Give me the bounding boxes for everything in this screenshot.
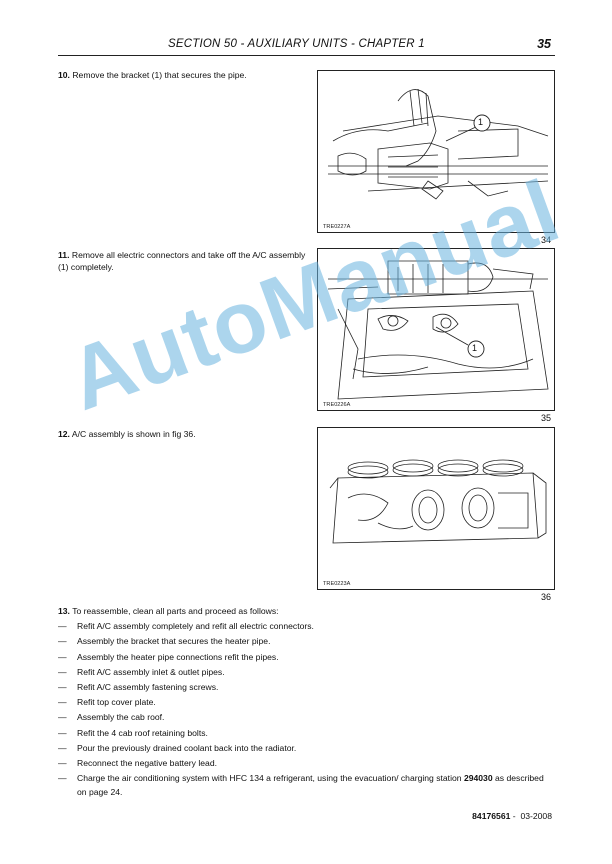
- list-item-text: Reconnect the negative battery lead.: [77, 758, 217, 769]
- step-10: 10. Remove the bracket (1) that secures …: [58, 70, 298, 82]
- list-item-text: Charge the air conditioning system with …: [77, 773, 462, 784]
- list-item-text: Refit A/C assembly completely and refit …: [77, 621, 314, 632]
- figure-number: 35: [540, 413, 551, 423]
- step-text: Remove all electric connectors and take …: [58, 250, 306, 272]
- reassembly-procedure: 13. To reassemble, clean all parts and p…: [58, 604, 553, 799]
- list-item: — Refit A/C assembly completely and refit…: [58, 619, 553, 634]
- dash-marker: —: [58, 666, 67, 677]
- callout-label: 1: [472, 343, 478, 353]
- list-item: — Assembly the heater pipe connections re…: [58, 650, 553, 665]
- dash-marker: —: [58, 758, 67, 769]
- list-item-text: Assembly the heater pipe connections ref…: [77, 651, 279, 662]
- list-item-text: Refit A/C assembly inlet & outlet pipes.: [77, 666, 225, 677]
- list-item: — Assembly the bracket that secures the h…: [58, 634, 553, 649]
- dash-marker: —: [58, 651, 67, 662]
- document-number: 84176561: [472, 811, 511, 821]
- step-text: To reassemble, clean all parts and proce…: [72, 606, 279, 616]
- list-item: — Assembly the cab roof.: [58, 710, 553, 725]
- figure-number: 34: [540, 235, 551, 245]
- list-item-text: Assembly the bracket that secures the he…: [77, 636, 271, 647]
- list-item-text: Refit top cover plate.: [77, 697, 156, 708]
- footer-separator: -: [512, 811, 516, 821]
- list-item: — Pour the previously drained coolant bac…: [58, 741, 553, 756]
- list-item-text: as described on page 24.: [77, 773, 544, 797]
- callout-label: 1: [478, 117, 484, 127]
- dash-marker: —: [58, 773, 67, 784]
- step-number: 12.: [58, 429, 70, 439]
- dash-marker: —: [58, 742, 67, 753]
- dash-marker: —: [58, 636, 67, 647]
- page-number: 35: [537, 37, 551, 51]
- figure-35-illustration: 1 TRE0226A: [317, 248, 555, 411]
- ac-assembly-unit-drawing: [329, 459, 547, 544]
- step-11: 11. Remove all electric connectors and t…: [58, 250, 306, 273]
- figure-36-illustration: TRE0223A: [317, 427, 555, 590]
- page-footer: 84176561 - 03-2008: [472, 811, 552, 821]
- step-13: 13. To reassemble, clean all parts and p…: [58, 604, 553, 619]
- dash-marker: —: [58, 682, 67, 693]
- list-item-text: Refit A/C assembly fastening screws.: [77, 682, 219, 693]
- dash-marker: —: [58, 727, 67, 738]
- step-text: A/C assembly is shown in fig 36.: [71, 429, 196, 439]
- list-item: — Refit A/C assembly inlet & outlet pipes…: [58, 665, 553, 680]
- step-12: 12. A/C assembly is shown in fig 36.: [58, 429, 298, 441]
- figure-code: TRE0223A: [323, 581, 351, 587]
- ac-assembly-connectors-drawing: [327, 260, 549, 400]
- list-item: — Charge the air conditioning system with…: [58, 772, 553, 799]
- list-item-text: Pour the previously drained coolant back…: [77, 742, 297, 753]
- step-number: 13.: [58, 606, 70, 616]
- figure-34-illustration: 1 TRE0227A: [317, 70, 555, 233]
- dash-marker: —: [58, 712, 67, 723]
- list-item-text: Refit the 4 cab roof retaining bolts.: [77, 727, 208, 738]
- list-item: — Reconnect the negative battery lead.: [58, 756, 553, 771]
- page-header: SECTION 50 - AUXILIARY UNITS - CHAPTER 1…: [58, 37, 555, 56]
- tool-number: 294030: [463, 773, 493, 784]
- section-title: SECTION 50 - AUXILIARY UNITS - CHAPTER 1: [168, 38, 425, 50]
- document-date: 03-2008: [520, 811, 552, 821]
- step-text: Remove the bracket (1) that secures the …: [72, 70, 247, 80]
- bracket-pipe-drawing: [328, 88, 549, 200]
- list-item: — Refit top cover plate.: [58, 695, 553, 710]
- figure-number: 36: [540, 592, 551, 602]
- figure-code: TRE0226A: [323, 402, 351, 408]
- dash-marker: —: [58, 697, 67, 708]
- list-item-text: Assembly the cab roof.: [77, 712, 165, 723]
- step-number: 11.: [58, 250, 70, 260]
- step-number: 10.: [58, 70, 70, 80]
- list-item: — Refit the 4 cab roof retaining bolts.: [58, 726, 553, 741]
- dash-marker: —: [58, 621, 67, 632]
- list-item: — Refit A/C assembly fastening screws.: [58, 680, 553, 695]
- figure-code: TRE0227A: [323, 224, 351, 230]
